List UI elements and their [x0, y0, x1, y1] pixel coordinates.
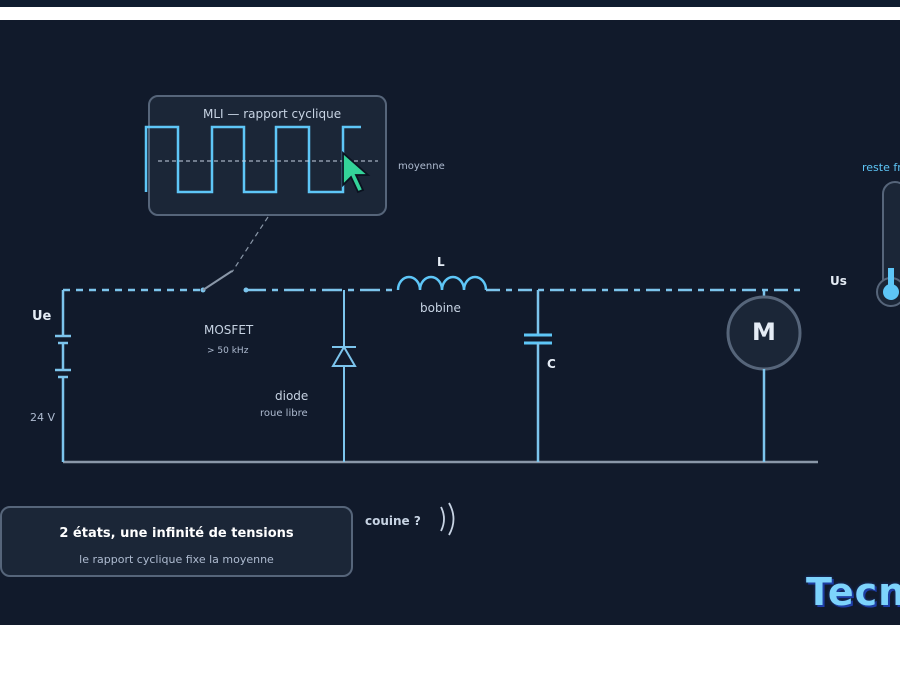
pwm-inset — [148, 95, 387, 216]
brand-logo: Tecni — [806, 570, 900, 614]
diode-sub-label: roue libre — [260, 408, 308, 419]
sound-wave-icon — [440, 506, 445, 532]
mosfet-label: MOSFET — [204, 323, 254, 337]
capacitor-label: C — [547, 357, 556, 371]
whine-label: couine ? — [365, 514, 421, 528]
cursor-icon — [342, 151, 371, 194]
diagram-canvas: MLI — rapport cyclique moyenne Ue 24 V M… — [0, 20, 900, 625]
mosfet-switch — [202, 270, 233, 291]
pwm-title: MLI — rapport cyclique — [203, 107, 342, 121]
pwm-mean-label: moyenne — [398, 161, 445, 172]
sound-wave-icon-outer — [448, 502, 455, 536]
pwm-link — [231, 216, 269, 273]
inductor-coil — [396, 275, 488, 291]
thermometer-fill — [888, 268, 894, 290]
circuit-diagram — [55, 95, 900, 536]
summary-title: 2 états, une infinité de tensions — [59, 526, 294, 541]
thermometer-label: reste fr — [862, 161, 900, 174]
summary-panel: 2 états, une infinité de tensions le rap… — [0, 506, 353, 577]
ue-label: Ue — [32, 309, 52, 324]
top-bar — [0, 0, 900, 7]
motor-label: M — [752, 318, 776, 346]
diode-label: diode — [275, 389, 309, 403]
voltage-label: 24 V — [30, 411, 56, 424]
pwm-waveform — [144, 125, 361, 194]
summary-subtitle: le rapport cyclique fixe la moyenne — [79, 553, 274, 566]
inductor-sub-label: bobine — [420, 301, 461, 315]
inductor-label: L — [437, 255, 445, 269]
us-label: Us — [830, 274, 847, 288]
frequency-label: > 50 kHz — [207, 346, 249, 356]
thermometer-fill-bulb — [883, 284, 899, 300]
diode-symbol — [331, 345, 357, 367]
